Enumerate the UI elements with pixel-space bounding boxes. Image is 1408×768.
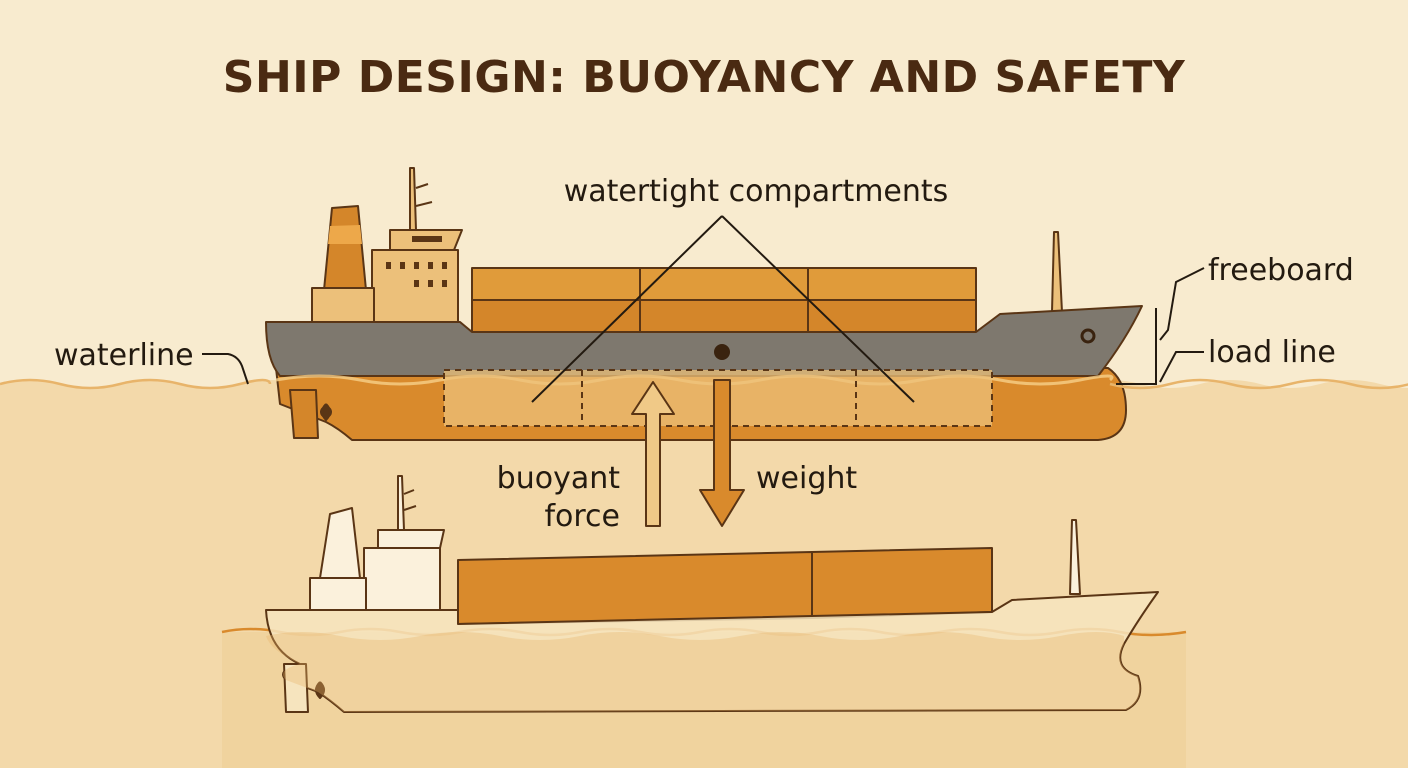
lower-superstructure (363, 547, 441, 611)
container (807, 267, 977, 301)
compartments-label: watertight compartments (564, 174, 949, 209)
lower-rudder (283, 663, 309, 713)
anchor-icon (1080, 328, 1096, 344)
hull-upper (265, 305, 1143, 377)
funnel (323, 205, 367, 291)
load-line-label: load line (1208, 335, 1336, 370)
waterline-label: waterline (54, 338, 194, 373)
lower-bridge-mast (397, 475, 405, 531)
lower-container (457, 551, 813, 625)
rudder (289, 389, 319, 439)
lower-propeller (315, 681, 325, 699)
container (807, 299, 977, 333)
compartment-callout (531, 215, 915, 403)
buoyant-label-line1: buoyant (497, 461, 621, 496)
lower-aft-deckhouse (309, 577, 367, 611)
waterline-leader (202, 353, 249, 385)
sea-surface (0, 378, 1408, 390)
container (639, 299, 809, 333)
aft-deckhouse (311, 287, 375, 323)
freeboard-label: freeboard (1208, 253, 1354, 288)
page-title: SHIP DESIGN: BUOYANCY AND SAFETY (223, 52, 1186, 103)
container (471, 267, 641, 301)
weight-label: weight (756, 461, 857, 496)
lower-ship (265, 475, 1159, 713)
lower-container (811, 547, 993, 619)
lower-fore-mast (1069, 519, 1081, 595)
porthole (714, 344, 730, 360)
weight-arrow (699, 379, 745, 527)
buoyant-label-line2: force (544, 499, 620, 534)
bridge-mast (409, 167, 417, 231)
lower-submerged-fill (266, 632, 1141, 712)
buoyant-force-arrow (631, 381, 675, 527)
container (471, 299, 641, 333)
freeboard-callout (1116, 267, 1205, 385)
lower-bridge (377, 529, 445, 549)
